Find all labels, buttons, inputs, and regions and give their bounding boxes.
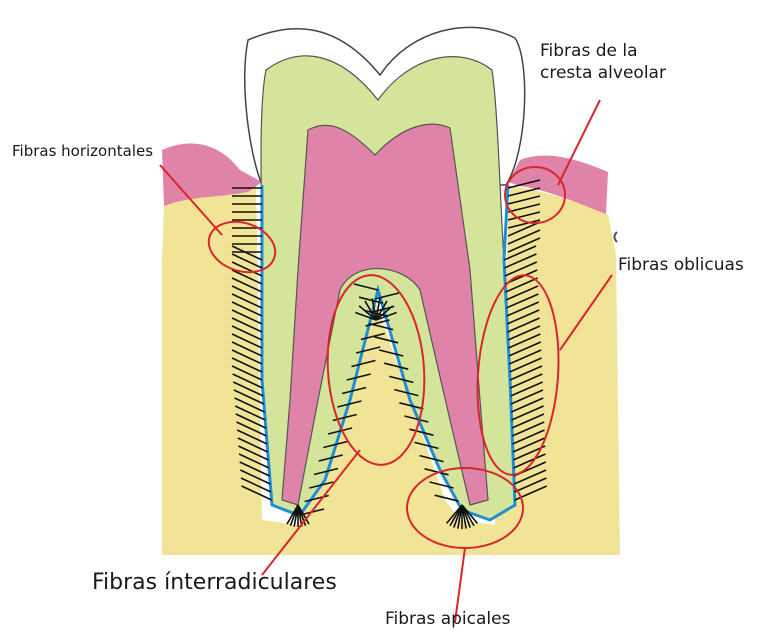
crest-label-line1: Fibras de la <box>540 42 638 62</box>
horizontal-label: Fibras horizontales <box>12 143 153 160</box>
oblique-label: Fibras oblicuas <box>618 256 744 276</box>
edge-mark <box>615 232 618 242</box>
interradicular-label: Fibras ínterradiculares <box>92 570 337 595</box>
apical-label: Fibras apicales <box>385 610 510 630</box>
crest-label-line2: cresta alveolar <box>540 64 666 84</box>
